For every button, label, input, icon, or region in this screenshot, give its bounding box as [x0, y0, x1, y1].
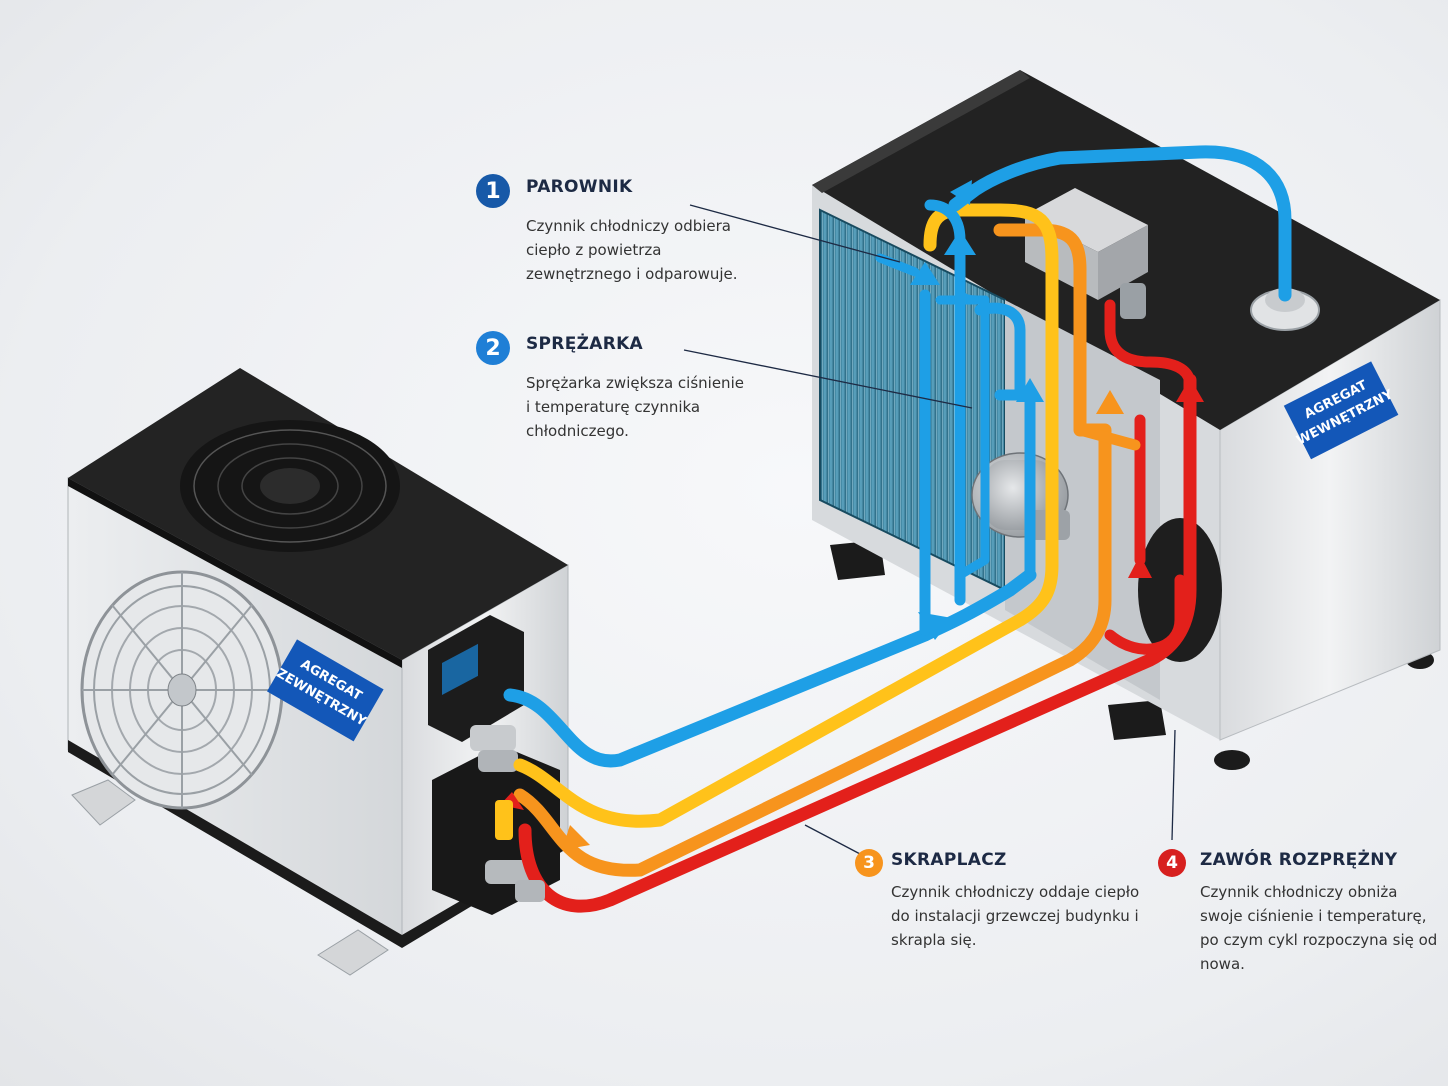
step-2-badge: 2 — [476, 331, 510, 365]
step-1-description: Czynnik chłodniczy odbiera ciepło z powi… — [526, 217, 738, 283]
step-4-title: ZAWÓR ROZPRĘŻNY — [1200, 850, 1398, 870]
red-pipe — [518, 373, 1197, 913]
blue-pipe — [503, 568, 1037, 768]
step-4-description: Czynnik chłodniczy obniża swoje ciśnieni… — [1200, 883, 1438, 973]
side-fan-icon — [80, 570, 284, 810]
step-3-title: SKRAPLACZ — [891, 850, 1007, 870]
step-1-badge: 1 — [476, 174, 510, 208]
refrigerant-pipes — [500, 145, 1292, 913]
step-4-badge: 4 — [1158, 849, 1186, 877]
yellow-valve — [495, 800, 513, 840]
step-1-title: PAROWNIK — [526, 177, 633, 197]
step-2-title: SPRĘŻARKA — [526, 334, 644, 354]
service-valve — [515, 880, 545, 902]
step-3-badge: 3 — [855, 849, 883, 877]
step-2-description: Sprężarka zwiększa ciśnienie i temperatu… — [526, 374, 744, 440]
orange-pipe — [513, 223, 1112, 877]
outdoor-unit: AGREGAT ZEWNĘTRZNY — [67, 368, 569, 976]
step-3-description: Czynnik chłodniczy oddaje ciepło do inst… — [891, 883, 1140, 949]
leader-lines — [683, 204, 1176, 856]
